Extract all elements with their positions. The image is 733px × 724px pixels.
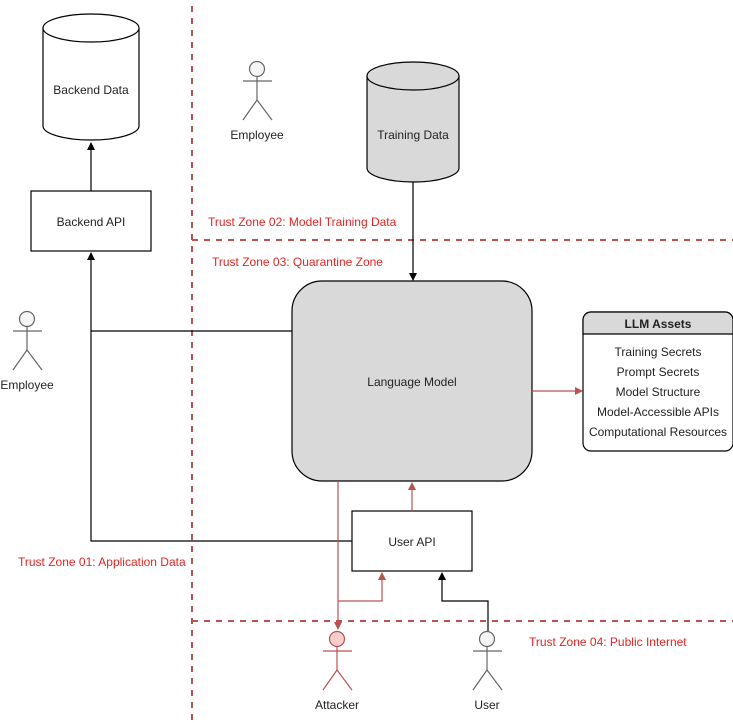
actor-employee-left-label: Employee — [0, 378, 54, 392]
llm-assets-box[interactable]: LLM Assets Training Secrets Prompt Secre… — [582, 311, 733, 452]
zone-label-03: Trust Zone 03: Quarantine Zone — [212, 255, 383, 269]
actor-employee-top[interactable] — [242, 60, 273, 121]
backend-data-cylinder[interactable]: Backend Data — [42, 13, 140, 141]
backend-api-box[interactable]: Backend API — [30, 190, 152, 252]
actor-employee-left[interactable] — [12, 310, 43, 371]
flow-user-to-user-api — [438, 572, 489, 632]
actor-user[interactable] — [472, 630, 503, 691]
flow-user-api-to-backend-api — [90, 331, 352, 542]
llm-assets-title: LLM Assets — [625, 317, 692, 331]
actor-user-label: User — [474, 698, 499, 712]
attacker-icon — [328, 630, 346, 648]
actor-attacker-label: Attacker — [315, 698, 359, 712]
actor-employee-top-label: Employee — [230, 128, 284, 142]
asset-item: Model Structure — [616, 385, 701, 399]
flow-user-api-to-language-model — [408, 482, 416, 511]
user-icon — [478, 630, 496, 648]
training-data-label: Training Data — [377, 128, 449, 142]
asset-item: Model-Accessible APIs — [597, 405, 719, 419]
asset-item: Computational Resources — [589, 425, 727, 439]
actor-attacker[interactable] — [322, 630, 353, 691]
training-data-cylinder[interactable]: Training Data — [366, 61, 460, 183]
flow-attacker-to-user-api — [338, 572, 386, 602]
flow-backend-api-to-backend-data — [87, 142, 95, 191]
asset-item: Prompt Secrets — [617, 365, 700, 379]
language-model-label: Language Model — [367, 375, 456, 389]
backend-data-label: Backend Data — [53, 83, 129, 97]
flow-language-model-to-attacker — [334, 481, 342, 630]
zone-label-04: Trust Zone 04: Public Internet — [529, 635, 687, 649]
asset-item: Training Secrets — [615, 345, 702, 359]
backend-api-label: Backend API — [57, 215, 126, 229]
zone-label-02: Trust Zone 02: Model Training Data — [208, 215, 397, 229]
user-api-label: User API — [388, 535, 435, 549]
language-model-box[interactable]: Language Model — [291, 280, 533, 482]
user-api-box[interactable]: User API — [351, 510, 473, 572]
employee-icon — [248, 60, 266, 78]
zone-label-01: Trust Zone 01: Application Data — [18, 555, 186, 569]
flow-language-model-to-assets — [532, 387, 583, 395]
flow-training-data-to-language-model — [409, 182, 417, 281]
employee-icon — [18, 310, 36, 328]
